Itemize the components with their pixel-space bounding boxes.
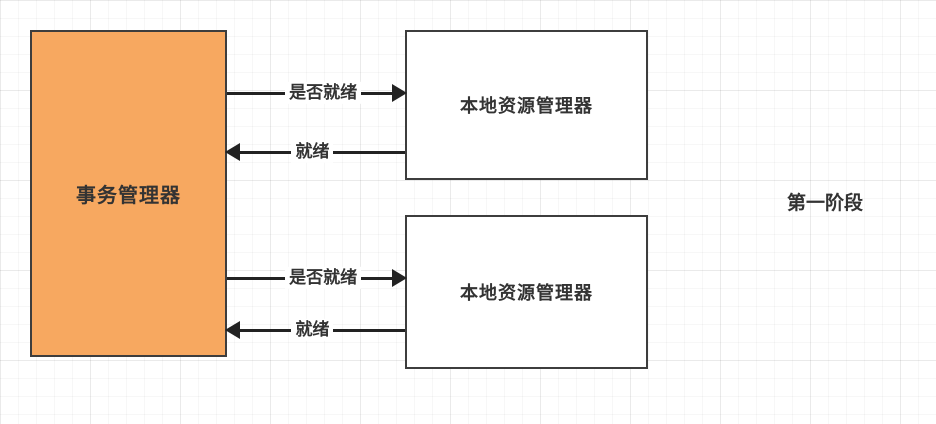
- arrow-label-ready-reply-1: 就绪: [291, 140, 334, 164]
- phase-annotation: 第一阶段: [786, 193, 863, 214]
- resource-manager-node-2: 本地资源管理器: [405, 215, 648, 369]
- transaction-manager-node: 事务管理器: [30, 30, 227, 357]
- resource-manager-1-label: 本地资源管理器: [460, 96, 593, 116]
- arrowhead-right-icon: [392, 84, 407, 102]
- arrowhead-right-icon: [392, 269, 407, 287]
- transaction-manager-label: 事务管理器: [76, 185, 181, 207]
- arrow-label-ready-query-1: 是否就绪: [285, 81, 362, 105]
- arrow-label-ready-query-2: 是否就绪: [285, 266, 362, 290]
- resource-manager-2-label: 本地资源管理器: [460, 283, 593, 303]
- arrow-label-ready-reply-2: 就绪: [291, 318, 334, 342]
- arrowhead-left-icon: [225, 143, 240, 161]
- resource-manager-node-1: 本地资源管理器: [405, 30, 648, 180]
- arrowhead-left-icon: [225, 321, 240, 339]
